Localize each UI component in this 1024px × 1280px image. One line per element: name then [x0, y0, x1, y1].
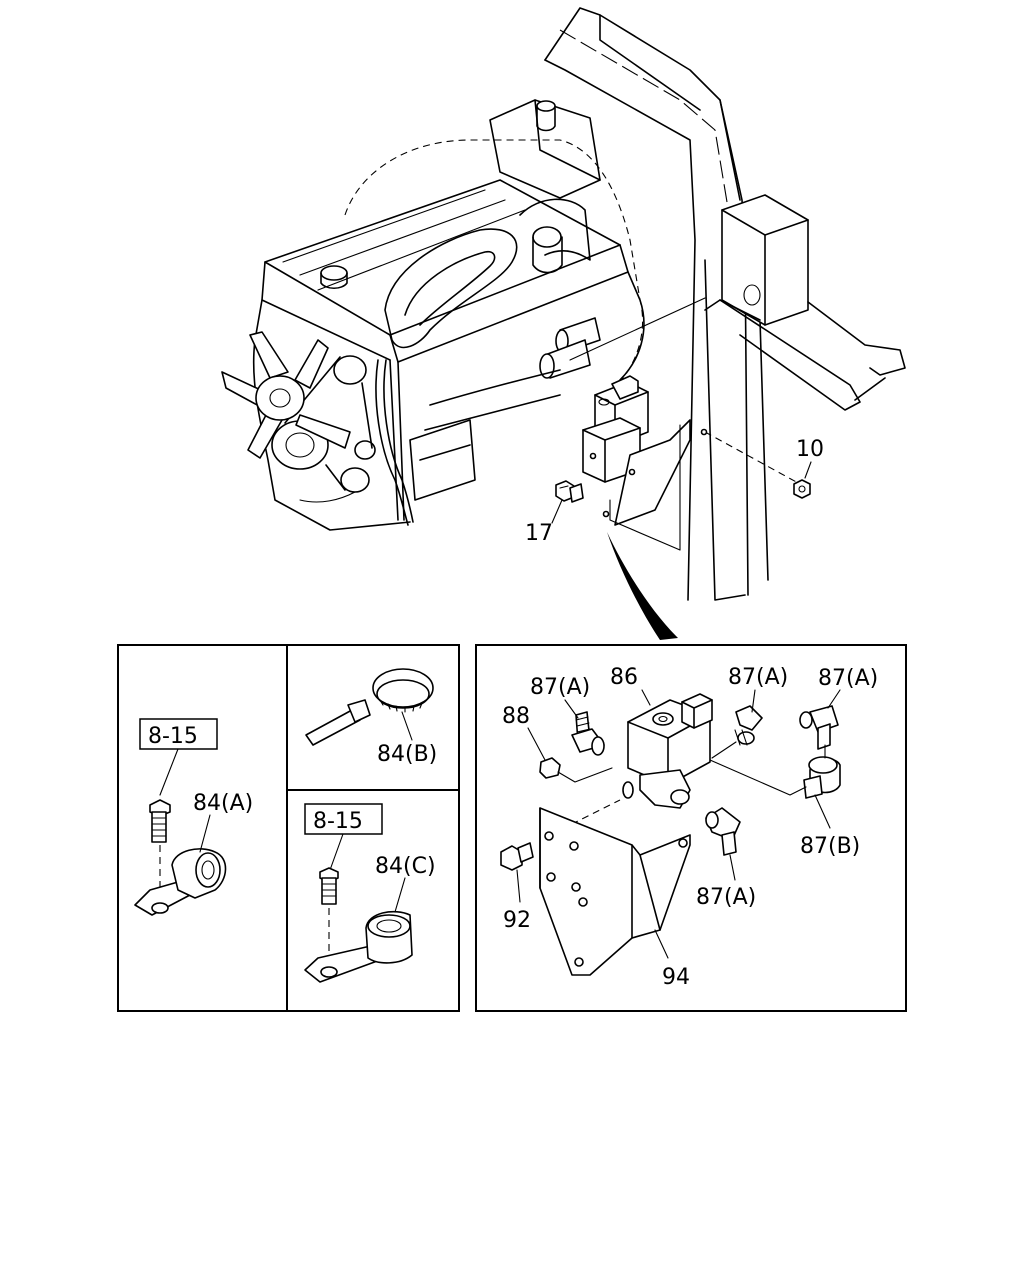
- label-84c: 84(C): [375, 854, 436, 879]
- fitting-87a-left: [564, 699, 605, 756]
- bolt-17: [555, 480, 584, 503]
- label-17: 17: [525, 521, 553, 546]
- cable-tie-84b: [305, 668, 434, 746]
- label-87a-4: 87(A): [696, 885, 756, 910]
- fitting-87a-lower: [705, 807, 741, 881]
- cooling-fan: [221, 331, 351, 459]
- valve-detail-panel: [475, 644, 907, 1012]
- label-92: 92: [503, 908, 531, 933]
- label-94: 94: [662, 965, 690, 990]
- bolt-92: [500, 842, 534, 903]
- fitting-87a-mid: [734, 689, 763, 746]
- label-87b: 87(B): [800, 834, 860, 859]
- label-88: 88: [502, 704, 530, 729]
- label-86: 86: [610, 665, 638, 690]
- plug-88: [527, 727, 561, 779]
- label-87a-2: 87(A): [728, 665, 788, 690]
- part-labels: 10 17 86 87(A) 87(A) 87(A) 87(A) 87(B) 8…: [148, 437, 878, 990]
- label-87a-1: 87(A): [530, 675, 590, 700]
- clip-84c: [304, 803, 413, 983]
- ref-8-15-a: 8-15: [148, 724, 198, 749]
- solenoid-valve-mounted: [582, 375, 691, 551]
- fitting-87a-right: [799, 689, 841, 750]
- label-10: 10: [796, 437, 824, 462]
- bracket-94: [539, 807, 691, 976]
- label-84a: 84(A): [193, 791, 253, 816]
- fitting-87b: [803, 756, 841, 829]
- label-87a-3: 87(A): [818, 666, 878, 691]
- detail-arrow: [607, 532, 678, 640]
- label-84b: 84(B): [377, 742, 437, 767]
- clip-panel: [117, 644, 460, 1012]
- ref-8-15-c: 8-15: [313, 809, 363, 834]
- chassis-frame: [544, 7, 906, 601]
- solenoid-valve-86: [622, 689, 713, 809]
- clip-84a: [134, 718, 227, 916]
